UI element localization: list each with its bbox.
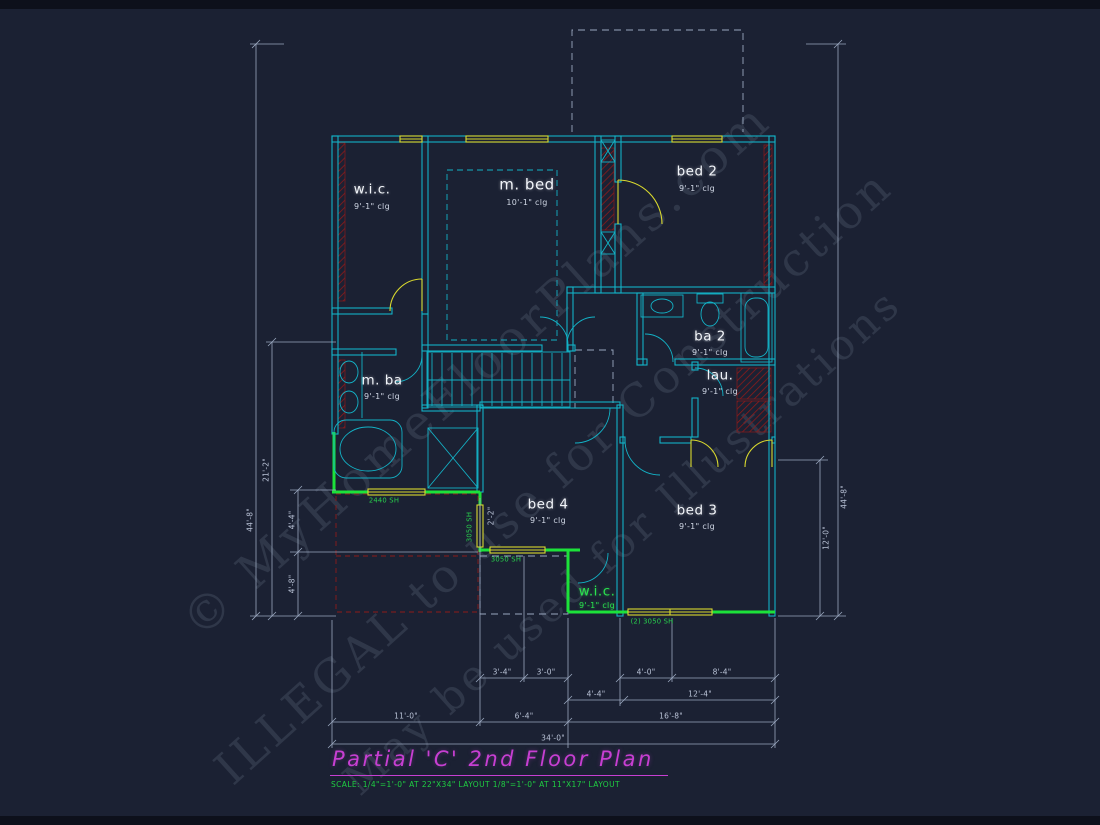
room-clg-bed3: 9'-1" clg: [679, 522, 715, 531]
window-label-3050sh: 3050 SH: [490, 555, 522, 564]
dim-21-2: 21'-2": [261, 458, 271, 482]
dim-16-8: 16'-8": [659, 711, 683, 721]
dim-12-0: 12'-0": [821, 526, 831, 550]
bath-fixtures: [333, 292, 773, 489]
room-clg-ba2: 9'-1" clg: [692, 348, 728, 357]
letterbox-top: [0, 0, 1100, 9]
dim-6-4: 6'-4": [514, 711, 534, 721]
letterbox-bottom: [0, 816, 1100, 825]
room-label-bed3: bed 3: [676, 502, 718, 519]
room-label-wic-master: w.i.c.: [353, 181, 391, 198]
room-clg-master-ba: 9'-1" clg: [364, 392, 400, 401]
dim-34-0: 34'-0": [541, 733, 565, 743]
dim-4-4-left: 4'-4": [287, 510, 297, 530]
dim-11-0: 11'-0": [394, 711, 418, 721]
window-label-2x3050sh: (2) 3050 SH: [630, 617, 674, 626]
dashed-outlines: [335, 29, 744, 615]
room-clg-wic-bed3: 9'-1" clg: [579, 601, 615, 610]
room-clg-laundry: 9'-1" clg: [702, 387, 738, 396]
dim-3-4: 3'-4": [492, 667, 512, 677]
dim-3-0: 3'-0": [536, 667, 556, 677]
dim-4-4-bottom: 4'-4": [586, 689, 606, 699]
dimension-lines: [250, 39, 846, 749]
stairs: [426, 351, 571, 408]
dim-44-8-left: 44'-8": [245, 508, 255, 532]
dim-4-0: 4'-0": [636, 667, 656, 677]
dim-2-2: 2'-2": [486, 506, 496, 526]
room-label-laundry: lau.: [706, 367, 734, 384]
dim-44-8-right: 44'-8": [839, 485, 849, 509]
room-label-master-bed: m. bed: [499, 175, 555, 194]
room-clg-wic-master: 9'-1" clg: [354, 202, 390, 211]
interior-walls: [331, 135, 776, 617]
window-label-3050sh-vert: 3050 SH: [465, 511, 474, 543]
room-label-bed4: bed 4: [527, 496, 569, 513]
door-arcs-cyan: [394, 316, 724, 584]
room-clg-bed2: 9'-1" clg: [679, 184, 715, 193]
door-arcs-yellow: [389, 179, 773, 468]
room-label-master-ba: m. ba: [361, 372, 403, 389]
dim-8-4: 8'-4": [712, 667, 732, 677]
windows: [367, 135, 723, 616]
plan-scale-note: SCALE: 1/4"=1'-0" AT 22"X34" LAYOUT 1/8"…: [331, 780, 620, 789]
room-clg-master-bed: 10'-1" clg: [506, 198, 548, 207]
dim-12-4: 12'-4": [688, 689, 712, 699]
plan-title: Partial 'C' 2nd Floor Plan: [330, 747, 668, 776]
dim-4-8-left: 4'-8": [287, 574, 297, 594]
room-label-wic-bed3: w.i.c.: [578, 583, 616, 600]
room-label-ba2: ba 2: [694, 328, 726, 345]
red-hatch-walls: [337, 142, 773, 433]
window-label-2440sh: 2440 SH: [368, 496, 400, 505]
room-label-bed2: bed 2: [676, 163, 718, 180]
room-clg-bed4: 9'-1" clg: [530, 516, 566, 525]
